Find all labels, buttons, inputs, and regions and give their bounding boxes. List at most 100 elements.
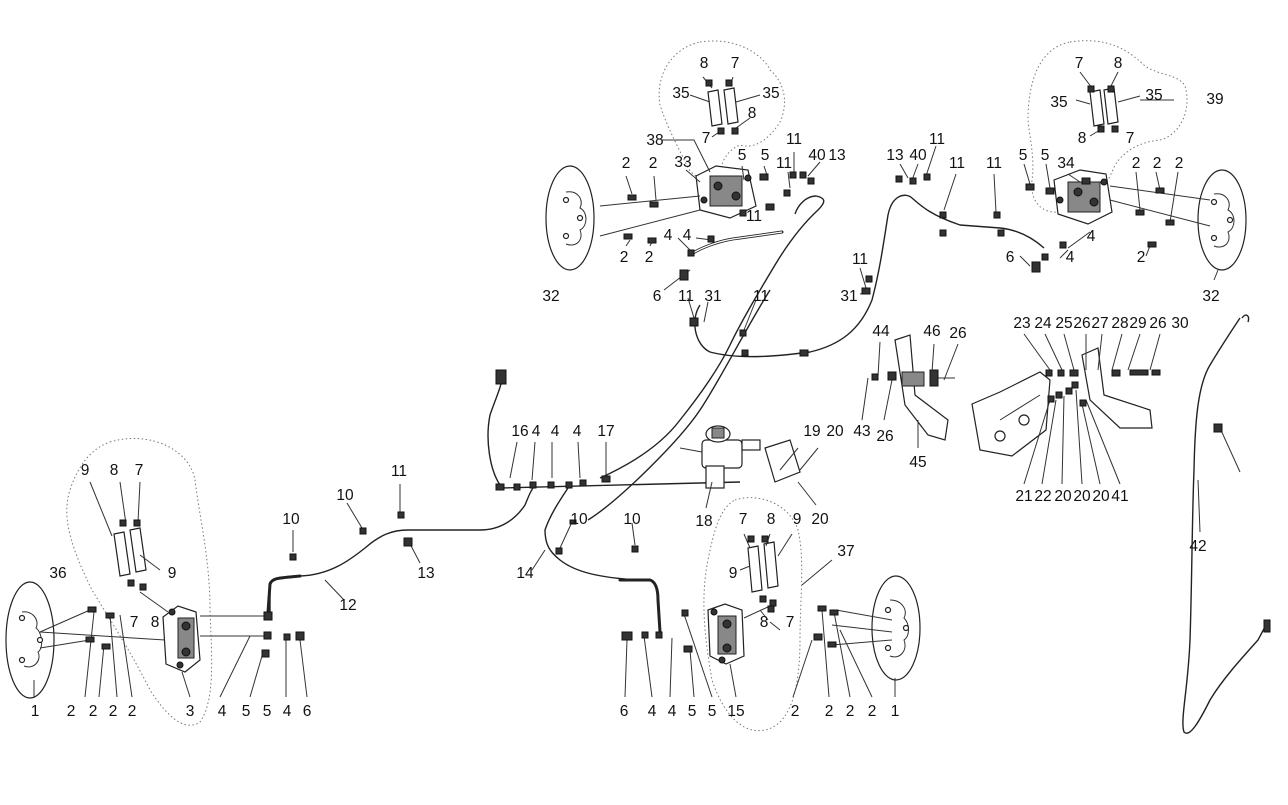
callout-label: 7: [786, 614, 795, 631]
callout-label: 2: [89, 703, 98, 720]
callout-label: 6: [620, 703, 629, 720]
callout-label: 2: [67, 703, 76, 720]
callout-label: 26: [1073, 315, 1090, 332]
callout-label: 11: [929, 131, 945, 148]
callout-label: 4: [664, 227, 673, 244]
callout-label: 5: [738, 147, 747, 164]
callout-label: 10: [623, 511, 641, 528]
callout-label: 38: [646, 132, 663, 149]
callout-label: 9: [793, 511, 802, 528]
callout-label: 21: [1015, 488, 1032, 505]
callout-label: 2: [868, 703, 877, 720]
callout-label: 31: [704, 288, 721, 305]
callout-label: 7: [130, 614, 139, 631]
brake-disc-front-right: [871, 575, 921, 681]
callout-label: 46: [923, 323, 940, 340]
callout-label: 8: [110, 462, 119, 479]
callout-label: 35: [1050, 94, 1067, 111]
pedal-bracket-assembly: [971, 347, 1153, 457]
callout-label: 25: [1055, 315, 1072, 332]
caliper-rear-right: [1053, 169, 1113, 225]
callout-label: 7: [731, 55, 740, 72]
callout-label: 4: [1066, 249, 1075, 266]
callout-label: 11: [391, 463, 407, 480]
callout-label: 11: [949, 155, 965, 172]
callout-label: 2: [622, 155, 631, 172]
callout-label: 6: [653, 288, 662, 305]
callout-label: 42: [1189, 538, 1206, 555]
callout-label: 2: [645, 249, 654, 266]
callout-label: 6: [1006, 249, 1015, 266]
callout-label: 11: [746, 208, 762, 225]
callout-label: 7: [1126, 130, 1135, 147]
callout-label: 4: [218, 703, 227, 720]
callout-label: 41: [1111, 488, 1128, 505]
leader-lines: [33, 71, 1241, 698]
callout-label: 4: [532, 423, 541, 440]
callout-label: 44: [872, 323, 890, 340]
switch-plate: [764, 439, 801, 483]
callout-label: 30: [1171, 315, 1189, 332]
callout-label: 29: [1129, 315, 1146, 332]
callout-label: 2: [620, 249, 629, 266]
callout-label: 39: [1206, 91, 1223, 108]
callout-label: 33: [674, 154, 691, 171]
callout-label: 8: [151, 614, 160, 631]
callout-label: 8: [700, 55, 709, 72]
callout-label: 10: [570, 511, 588, 528]
callout-label: 2: [846, 703, 855, 720]
callout-label: 22: [1034, 488, 1051, 505]
callout-label: 35: [672, 85, 689, 102]
callout-label: 11: [986, 155, 1002, 172]
callout-label: 11: [678, 288, 694, 305]
callout-label: 20: [811, 511, 829, 528]
callout-label: 15: [727, 703, 744, 720]
callout-label: 4: [573, 423, 582, 440]
callout-label: 2: [791, 703, 800, 720]
callout-label: 2: [1153, 155, 1162, 172]
callout-label: 32: [1202, 288, 1219, 305]
callout-label: 8: [1114, 55, 1123, 72]
callout-label: 20: [1092, 488, 1110, 505]
callout-label: 8: [1078, 130, 1087, 147]
callout-label: 31: [840, 288, 857, 305]
callout-label: 8: [748, 105, 757, 122]
callout-label: 34: [1057, 155, 1075, 172]
callout-label: 4: [683, 227, 692, 244]
callout-label: 9: [168, 565, 177, 582]
callout-label: 8: [767, 511, 776, 528]
callout-label: 13: [886, 147, 903, 164]
callout-label: 13: [417, 565, 434, 582]
callout-label: 5: [1041, 147, 1050, 164]
caliper-front-left: [162, 605, 201, 673]
callout-label: 26: [876, 428, 893, 445]
callout-label: 2: [1132, 155, 1141, 172]
callout-label: 40: [808, 147, 826, 164]
callout-label: 32: [542, 288, 559, 305]
callout-label: 5: [761, 147, 770, 164]
callout-label: 43: [853, 423, 870, 440]
callout-label: 2: [649, 155, 658, 172]
callout-label: 2: [109, 703, 118, 720]
callout-label: 10: [282, 511, 300, 528]
brake-pads: [113, 87, 1119, 593]
callout-label: 17: [597, 423, 614, 440]
callout-label: 45: [909, 454, 926, 471]
callout-label: 4: [1087, 228, 1096, 245]
callout-label: 1: [891, 703, 900, 720]
callout-label: 4: [551, 423, 560, 440]
callout-label: 16: [511, 423, 528, 440]
callout-label: 2: [128, 703, 137, 720]
callout-label: 5: [708, 703, 717, 720]
brake-pedal: [894, 334, 955, 441]
callout-label: 5: [1019, 147, 1028, 164]
callout-label: 5: [263, 703, 272, 720]
callout-label: 9: [81, 462, 90, 479]
callout-label: 6: [303, 703, 312, 720]
callout-label: 11: [786, 131, 802, 148]
callout-label: 35: [1145, 87, 1162, 104]
master-cylinder: [679, 425, 761, 489]
callout-label: 28: [1111, 315, 1128, 332]
